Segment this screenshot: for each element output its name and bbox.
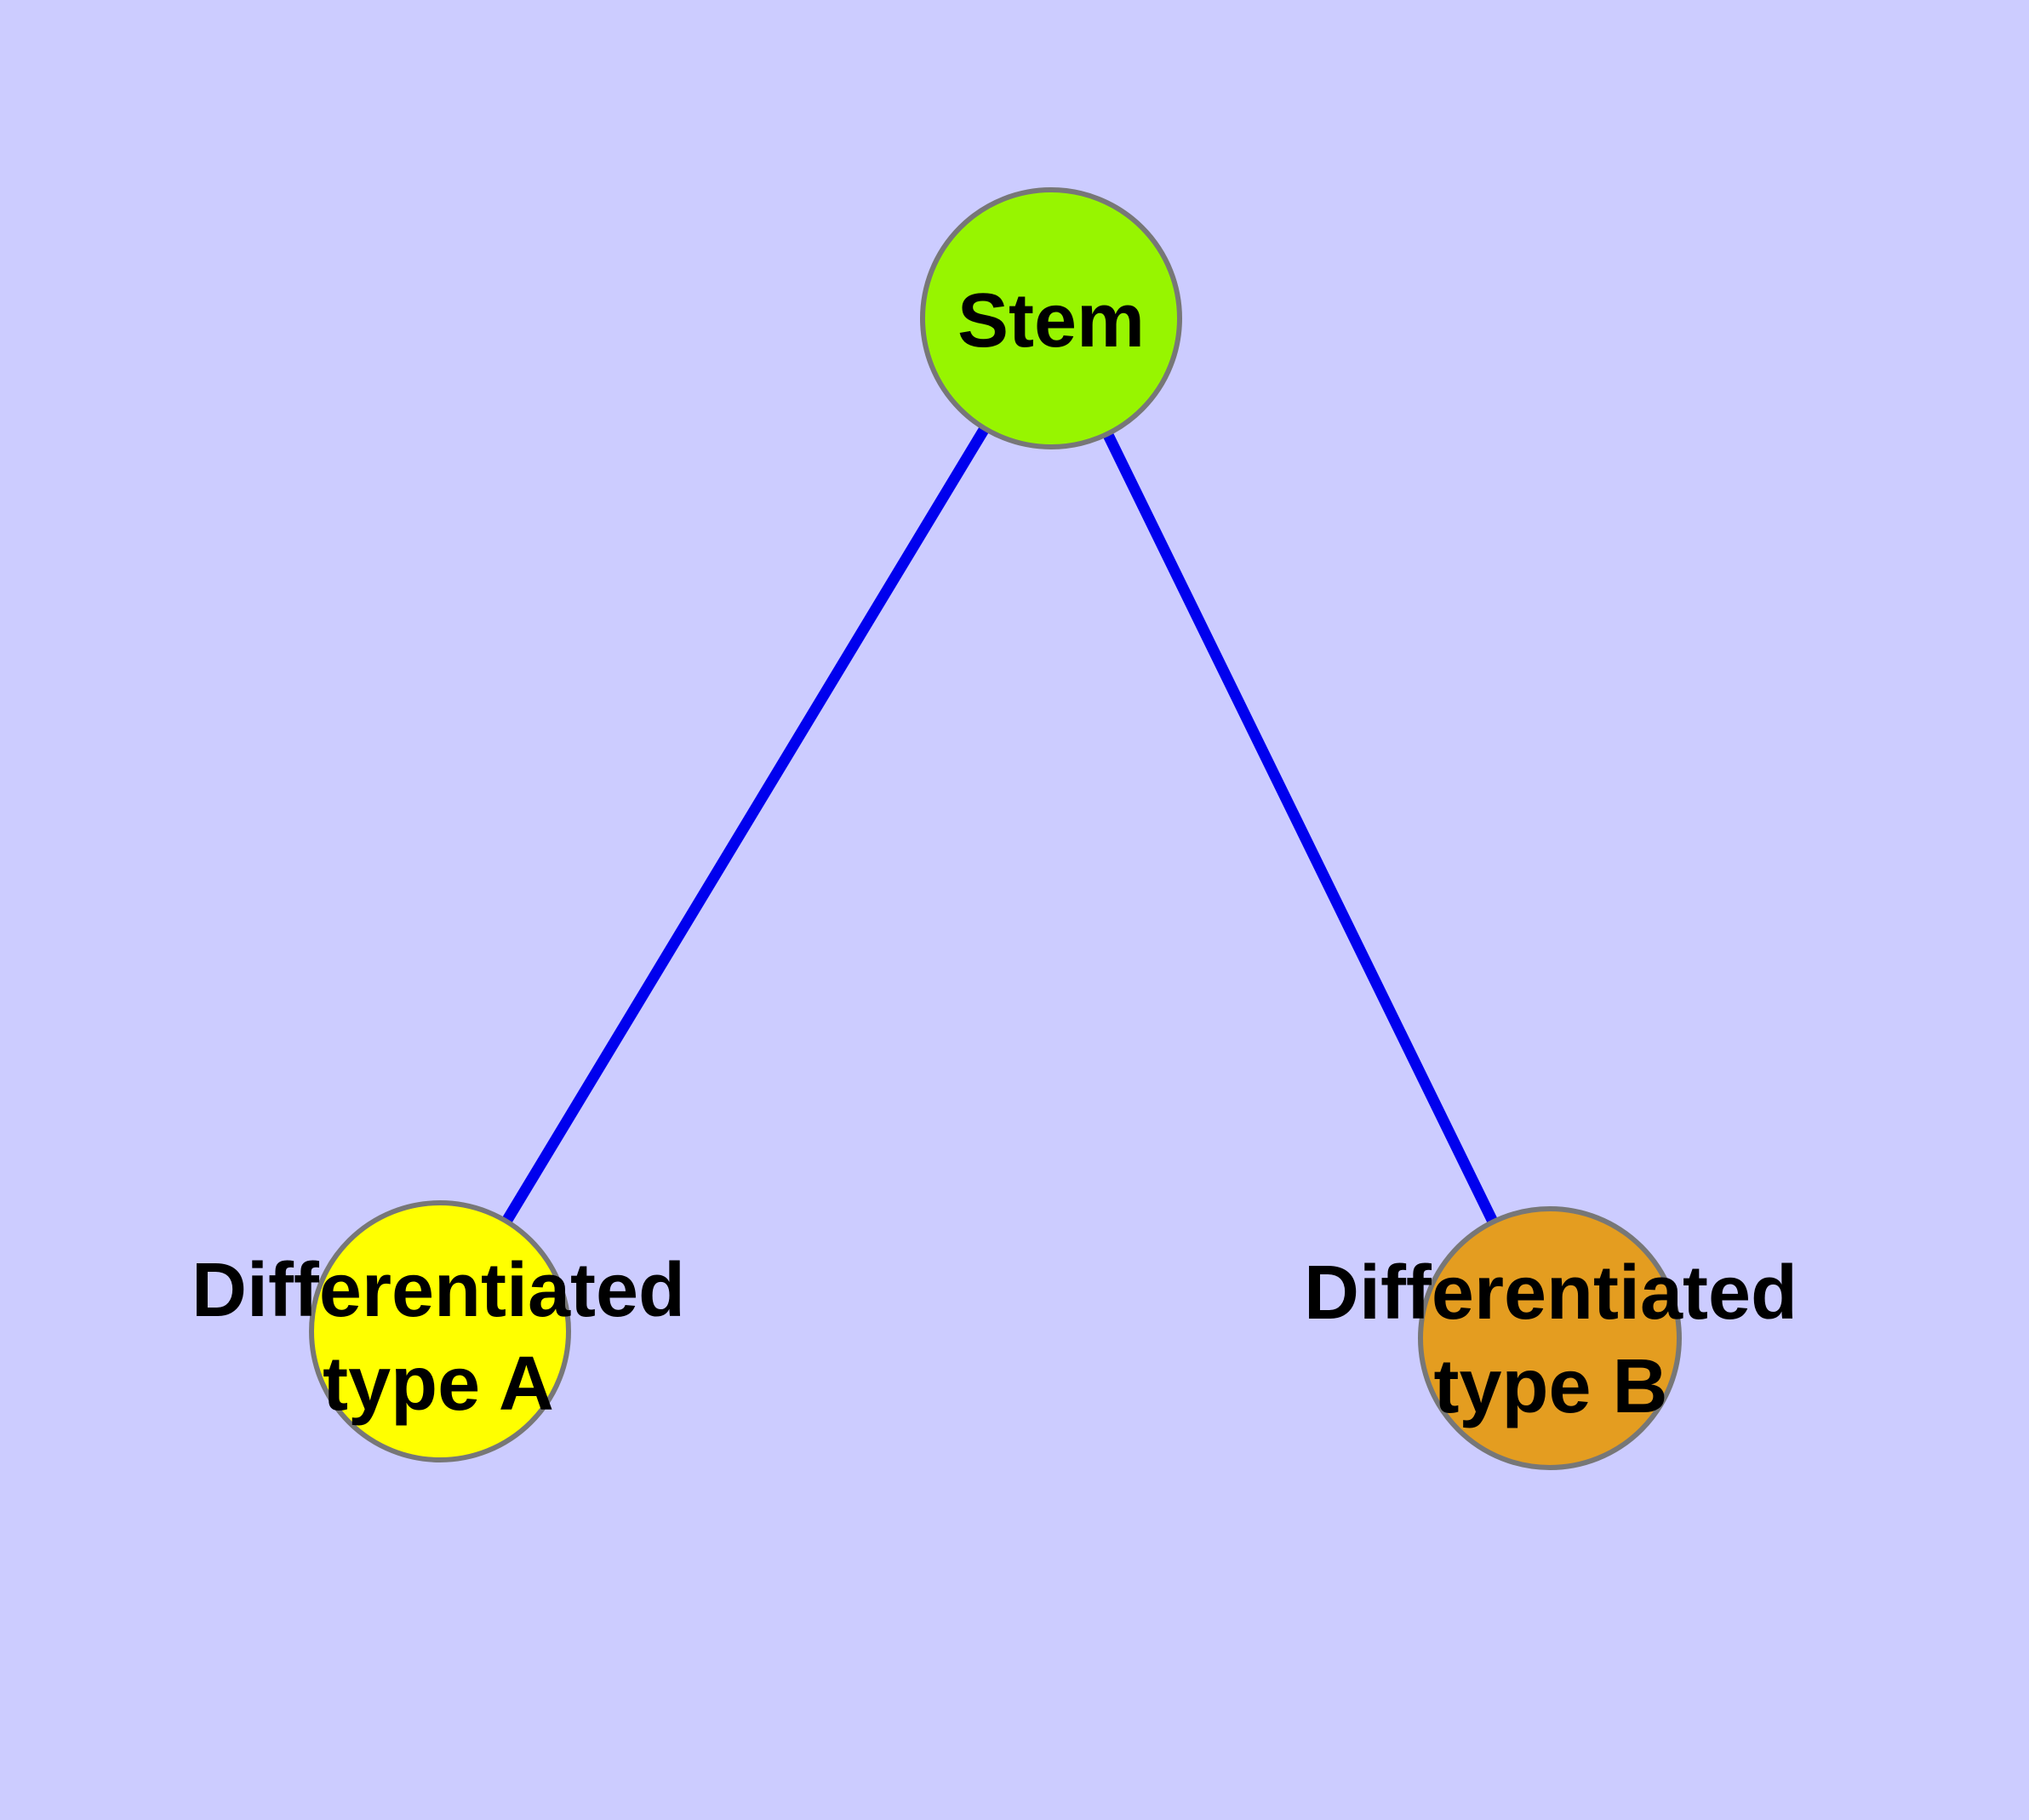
node-differentiated-type-b	[1418, 1206, 1682, 1470]
edge-stem-to-type-b	[1046, 316, 1555, 1341]
node-type-b-label-line2: type B	[1433, 1344, 1667, 1429]
node-type-a-label-line2: type A	[323, 1342, 554, 1427]
node-stem	[920, 187, 1182, 449]
node-stem-label: Stem	[957, 278, 1145, 363]
node-type-b-label-line1: Differentiated	[1304, 1251, 1798, 1336]
node-differentiated-type-a	[309, 1200, 571, 1462]
node-type-a-label-line1: Differentiated	[191, 1248, 685, 1333]
edge-stem-to-type-a	[435, 315, 1056, 1335]
